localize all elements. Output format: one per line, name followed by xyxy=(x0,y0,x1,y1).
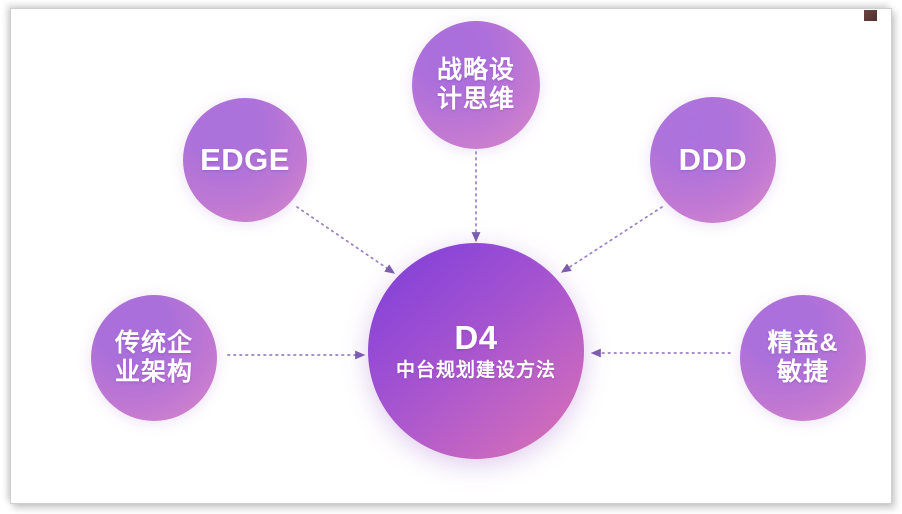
node-strategy-design-thinking[interactable]: 战略设 计思维 xyxy=(412,21,540,149)
node-legacy-line-1: 传统企 xyxy=(114,328,193,357)
node-legacy-line-2: 业架构 xyxy=(114,358,193,386)
node-edge[interactable]: EDGE xyxy=(183,98,307,222)
corner-marker-icon xyxy=(864,10,877,21)
node-strategy-line-1: 战略设 xyxy=(436,55,515,84)
node-center-d4[interactable]: D4 中台规划建设方法 xyxy=(368,243,584,459)
node-legacy-enterprise-architecture[interactable]: 传统企 业架构 xyxy=(91,295,217,421)
node-ddd[interactable]: DDD xyxy=(650,97,776,223)
node-lean-line-2: 敏捷 xyxy=(776,358,829,386)
node-edge-label: EDGE xyxy=(200,141,290,177)
node-lean-agile[interactable]: 精益& 敏捷 xyxy=(740,295,866,421)
center-subtitle: 中台规划建设方法 xyxy=(395,360,556,382)
node-strategy-line-2: 计思维 xyxy=(436,85,515,113)
node-lean-line-1: 精益& xyxy=(767,328,839,357)
center-title: D4 xyxy=(454,319,498,357)
node-ddd-label: DDD xyxy=(678,141,748,177)
